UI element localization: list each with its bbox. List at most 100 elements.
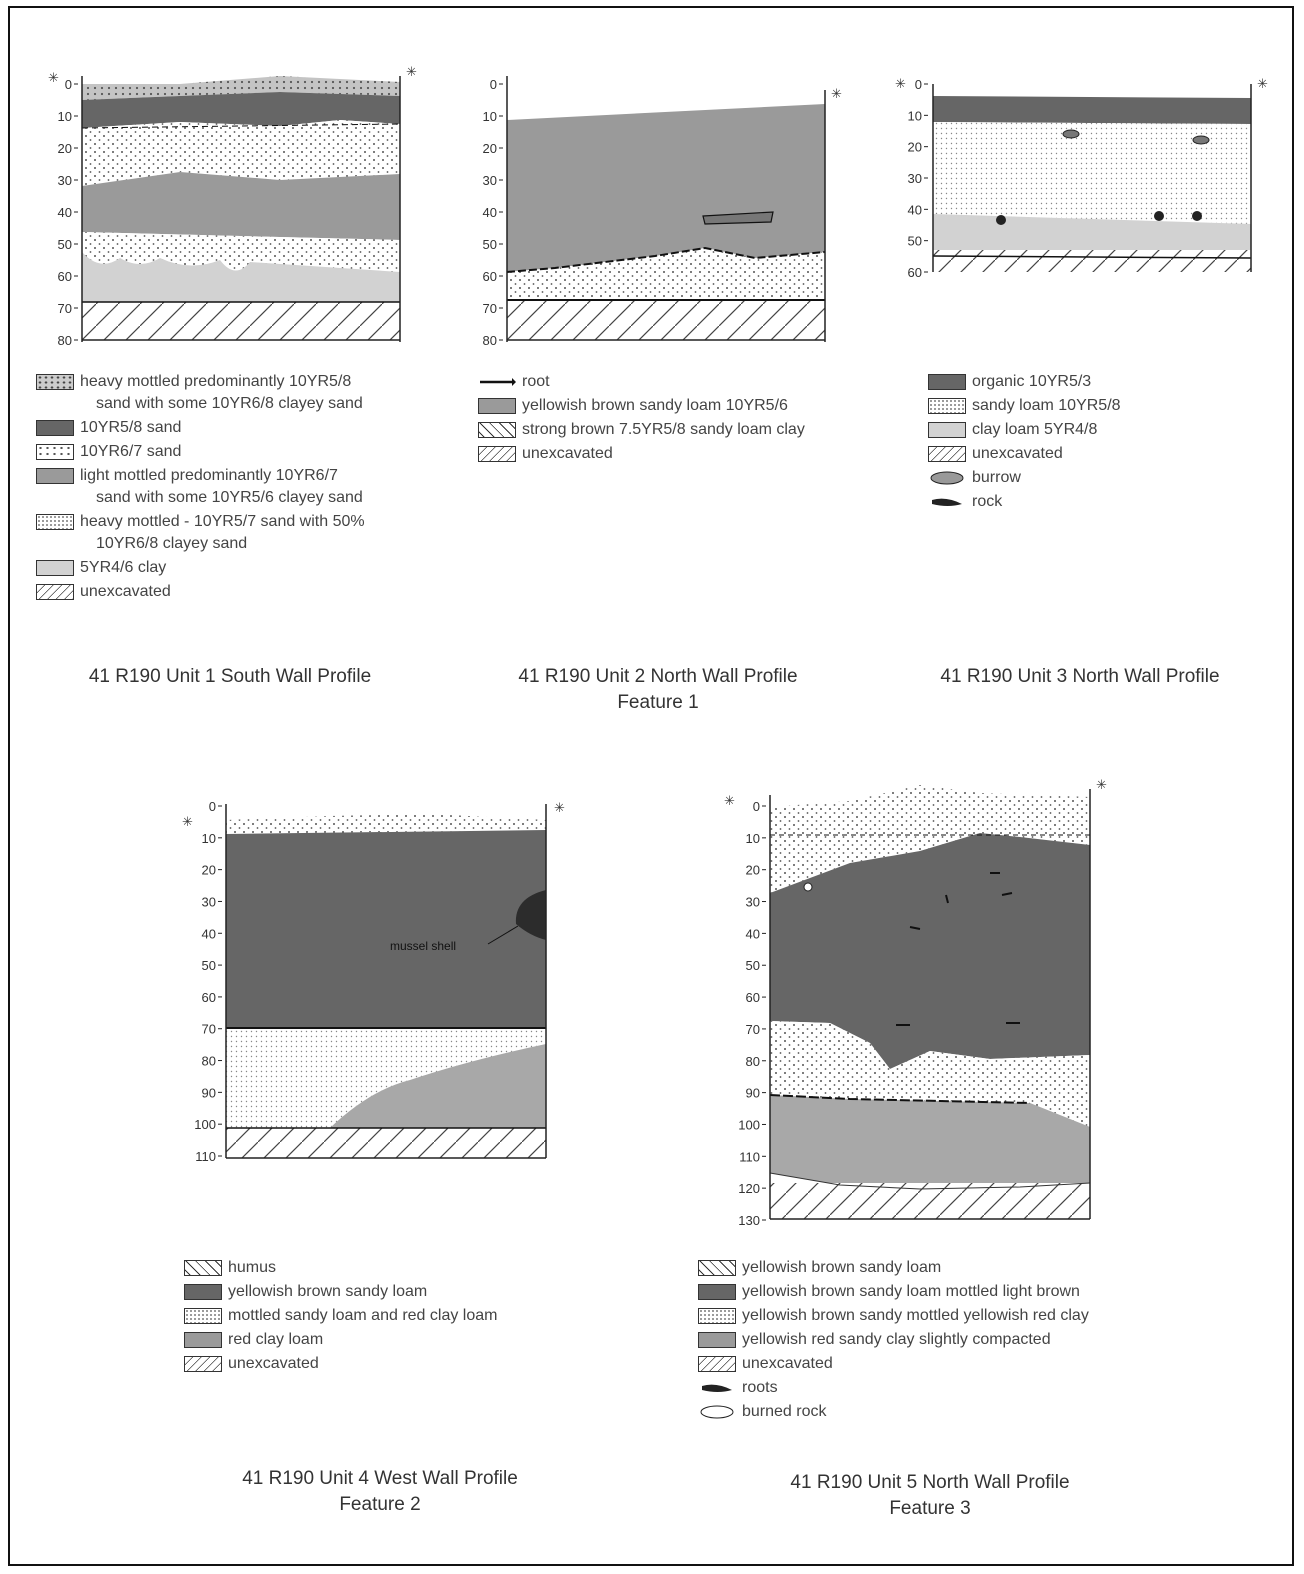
legend-label: sandy loam 10YR5/8 <box>972 397 1121 414</box>
unit4-caption-feature: Feature 2 <box>339 1494 421 1515</box>
legend-item: yellowish brown sandy loam <box>184 1282 604 1302</box>
legend-swatch <box>184 1308 222 1324</box>
unit1-caption-title: 41 R190 Unit 1 South Wall Profile <box>88 666 372 687</box>
legend-label: burrow <box>972 469 1021 486</box>
legend-swatch <box>36 584 74 600</box>
legend-swatch <box>928 374 966 390</box>
unit5-profile: ✳✳ <box>724 777 1107 1220</box>
legend-item: 5YR4/6 clay <box>36 558 446 578</box>
svg-text:✳: ✳ <box>831 86 842 101</box>
legend-swatch <box>478 422 516 438</box>
legend-label: yellowish brown sandy loam <box>228 1283 428 1300</box>
unit3-caption-title: 41 R190 Unit 3 North Wall Profile <box>940 666 1220 687</box>
unit3-caption: 41 R190 Unit 3 North Wall Profile <box>870 664 1290 690</box>
unit1-legend: heavy mottled predominantly 10YR5/8 sand … <box>36 372 446 606</box>
legend-label-continuation: sand with some 10YR5/6 clayey sand <box>96 489 363 506</box>
unit5-caption-title: 41 R190 Unit 5 North Wall Profile <box>790 1472 1070 1493</box>
legend-swatch <box>698 1308 736 1324</box>
unit1-caption: 41 R190 Unit 1 South Wall Profile <box>20 664 440 690</box>
unit4-legend: humus yellowish brown sandy loam mottled s… <box>184 1258 604 1378</box>
legend-item: yellowish brown sandy loam <box>698 1258 1218 1278</box>
svg-text:✳: ✳ <box>406 64 417 79</box>
legend-label: unexcavated <box>522 445 613 462</box>
legend-item: humus <box>184 1258 604 1278</box>
unit4-caption: 41 R190 Unit 4 West Wall Profile Feature… <box>170 1466 590 1518</box>
legend-label: 5YR4/6 clay <box>80 559 167 576</box>
legend-label: 10YR5/8 sand <box>80 419 182 436</box>
svg-text:✳: ✳ <box>48 70 59 85</box>
legend-item: clay loam 5YR4/8 <box>928 420 1268 440</box>
unit2-caption-feature: Feature 1 <box>617 692 699 713</box>
legend-label-continuation: sand with some 10YR6/8 clayey sand <box>96 395 363 412</box>
legend-swatch <box>36 468 74 484</box>
legend-item: light mottled predominantly 10YR6/7 <box>36 466 446 486</box>
unit4-caption-title: 41 R190 Unit 4 West Wall Profile <box>242 1468 518 1489</box>
unit2-caption-title: 41 R190 Unit 2 North Wall Profile <box>518 666 798 687</box>
legend-label: yellowish brown sandy loam mottled light… <box>742 1283 1080 1300</box>
svg-text:✳: ✳ <box>1096 777 1107 792</box>
legend-label: burned rock <box>742 1403 827 1420</box>
legend-item: red clay loam <box>184 1330 604 1350</box>
legend-swatch <box>36 514 74 530</box>
legend-item: unexcavated <box>478 444 888 464</box>
legend-label: yellowish brown sandy loam 10YR5/6 <box>522 397 788 414</box>
unit5-caption-feature: Feature 3 <box>889 1498 971 1519</box>
legend-item: unexcavated <box>698 1354 1218 1374</box>
legend-item: yellowish red sandy clay slightly compac… <box>698 1330 1218 1350</box>
unit5-legend: yellowish brown sandy loam yellowish brow… <box>698 1258 1218 1426</box>
legend-item: heavy mottled - 10YR5/7 sand with 50% <box>36 512 446 532</box>
legend-label: heavy mottled predominantly 10YR5/8 <box>80 373 352 390</box>
legend-label: organic 10YR5/3 <box>972 373 1092 390</box>
legend-item: yellowish brown sandy loam 10YR5/6 <box>478 396 888 416</box>
legend-swatch <box>928 494 966 510</box>
unit3-profile: ✳✳ <box>895 76 1268 272</box>
unit3-legend: organic 10YR5/3 sandy loam 10YR5/8 clay lo… <box>928 372 1268 516</box>
legend-swatch <box>184 1260 222 1276</box>
legend-label: mottled sandy loam and red clay loam <box>228 1307 498 1324</box>
legend-swatch <box>928 422 966 438</box>
legend-item: heavy mottled predominantly 10YR5/8 <box>36 372 446 392</box>
legend-swatch <box>36 374 74 390</box>
legend-item: yellowish brown sandy loam mottled light… <box>698 1282 1218 1302</box>
legend-label-continuation: 10YR6/8 clayey sand <box>96 535 248 552</box>
legend-label: rock <box>972 493 1003 510</box>
legend-label: yellowish brown sandy mottled yellowish … <box>742 1307 1089 1324</box>
svg-text:✳: ✳ <box>182 814 193 829</box>
legend-item: unexcavated <box>928 444 1268 464</box>
legend-label: unexcavated <box>80 583 171 600</box>
legend-swatch <box>478 374 516 390</box>
svg-text:✳: ✳ <box>724 793 735 808</box>
legend-swatch <box>698 1260 736 1276</box>
legend-label: root <box>522 373 550 390</box>
legend-label: humus <box>228 1259 277 1276</box>
unit1-profile: ✳✳ <box>48 64 417 342</box>
unit4-annotation: mussel shell <box>390 939 456 953</box>
unit2-legend: root yellowish brown sandy loam 10YR5/6 st… <box>478 372 888 468</box>
unit4-profile: mussel shell ✳ ✳ <box>182 800 565 1159</box>
legend-swatch <box>478 398 516 414</box>
legend-label: roots <box>742 1379 778 1396</box>
legend-swatch <box>184 1332 222 1348</box>
legend-item: rock <box>928 492 1268 512</box>
legend-item: 10YR6/7 sand <box>36 442 446 462</box>
legend-item: roots <box>698 1378 1218 1398</box>
svg-text:✳: ✳ <box>554 800 565 815</box>
legend-item: unexcavated <box>36 582 446 602</box>
legend-label: yellowish red sandy clay slightly compac… <box>742 1331 1051 1348</box>
legend-swatch <box>184 1284 222 1300</box>
svg-text:✳: ✳ <box>895 76 906 91</box>
legend-item: burrow <box>928 468 1268 488</box>
legend-label: heavy mottled - 10YR5/7 sand with 50% <box>80 513 365 530</box>
legend-item: sandy loam 10YR5/8 <box>928 396 1268 416</box>
legend-item: mottled sandy loam and red clay loam <box>184 1306 604 1326</box>
legend-swatch <box>36 420 74 436</box>
figure-frame <box>8 6 1294 1566</box>
legend-label: strong brown 7.5YR5/8 sandy loam clay <box>522 421 805 438</box>
legend-label: 10YR6/7 sand <box>80 443 182 460</box>
svg-text:✳: ✳ <box>1257 76 1268 91</box>
legend-label: yellowish brown sandy loam <box>742 1259 942 1276</box>
legend-label: red clay loam <box>228 1331 324 1348</box>
legend-swatch <box>928 446 966 462</box>
legend-label: light mottled predominantly 10YR6/7 <box>80 467 338 484</box>
legend-swatch <box>698 1332 736 1348</box>
